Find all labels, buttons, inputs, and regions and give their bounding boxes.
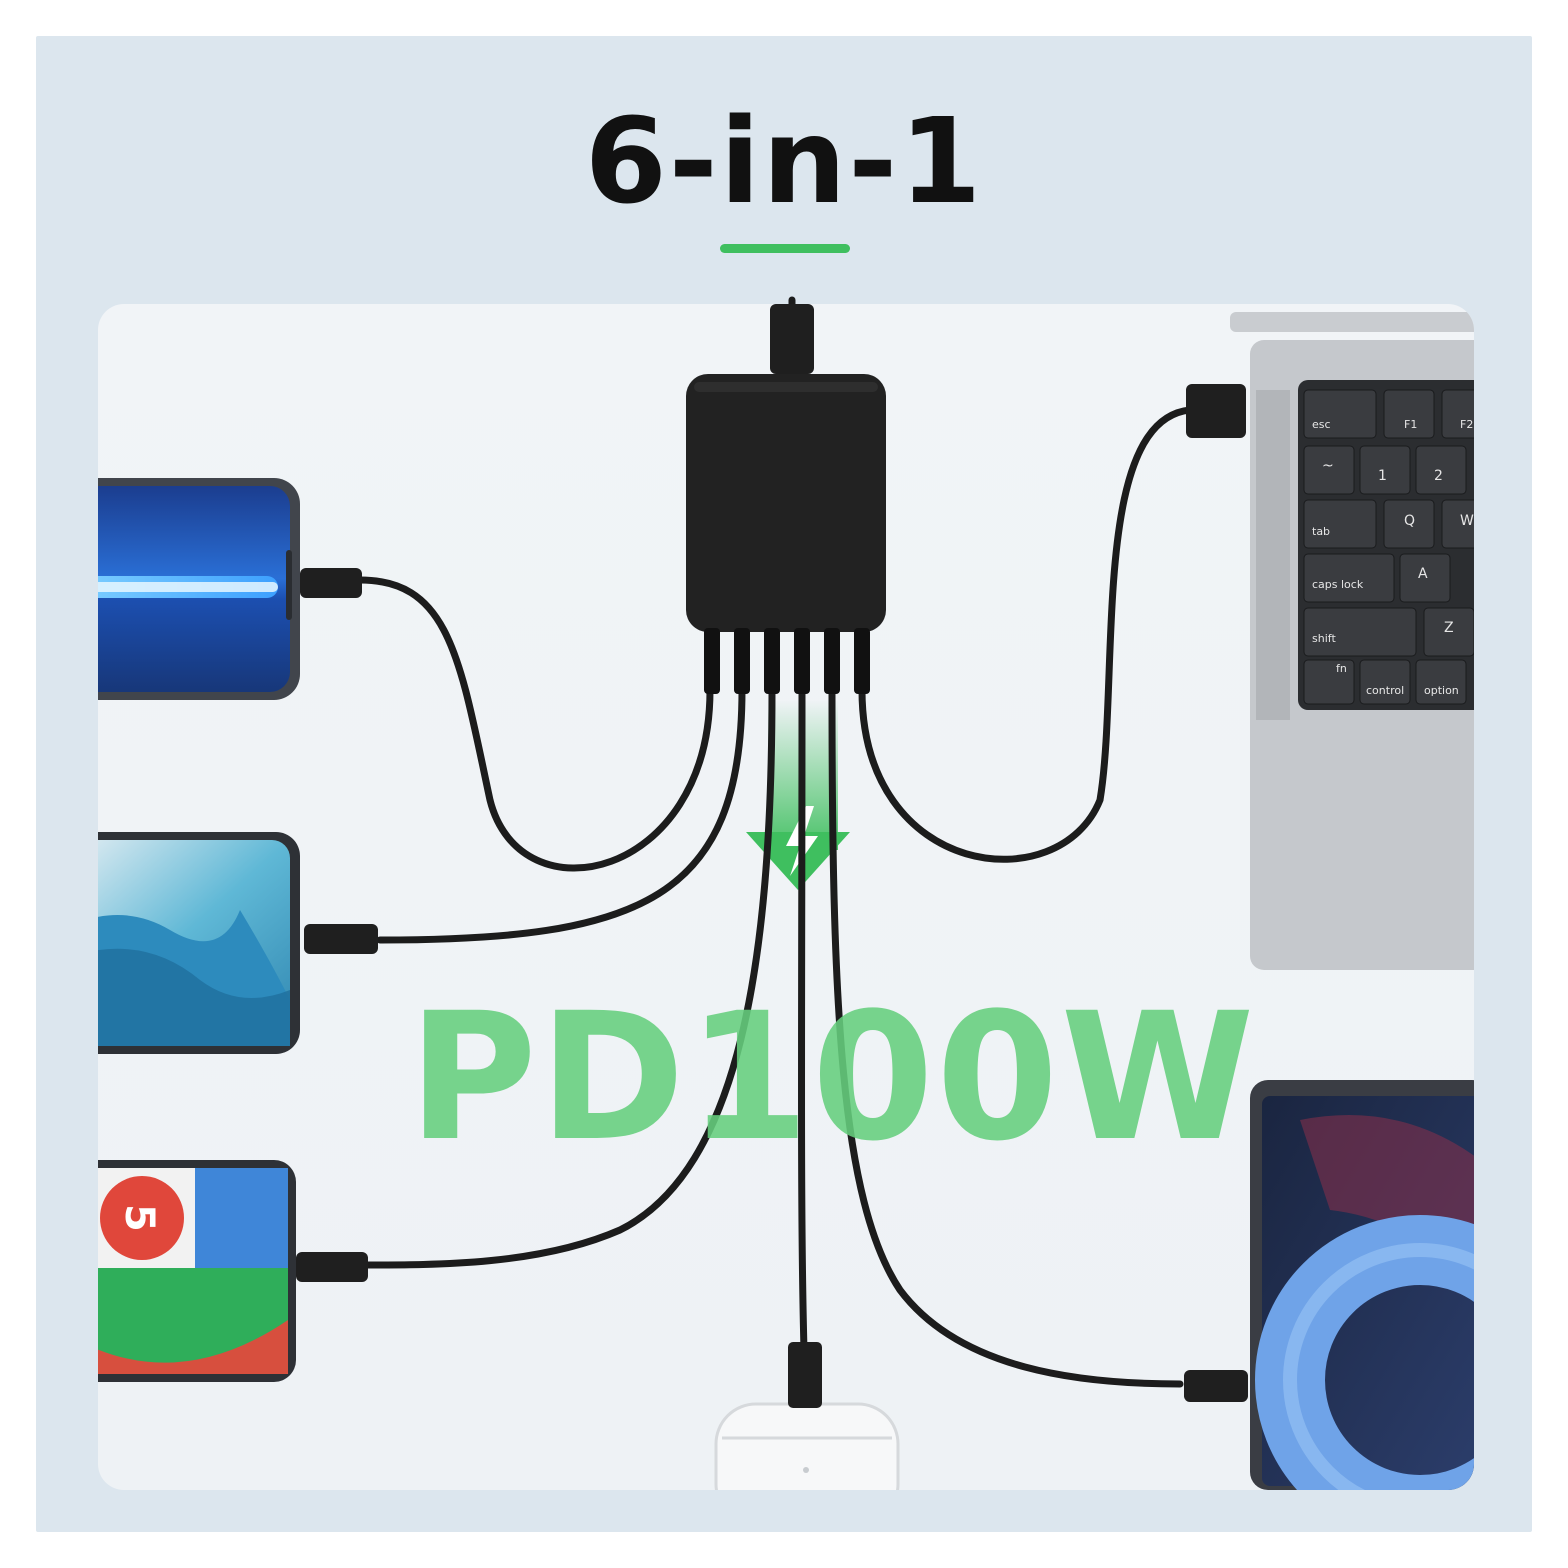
connectors	[296, 304, 1248, 1408]
key-control: control	[1366, 684, 1404, 697]
key-option: option	[1424, 684, 1459, 697]
tablet	[1250, 1080, 1474, 1490]
charger-hub	[686, 374, 886, 694]
key-f1: F1	[1404, 418, 1417, 431]
laptop: esc F1 F2 ~ 1 2 tab Q W caps lock A shif…	[1230, 312, 1474, 970]
key-z: Z	[1444, 620, 1454, 636]
key-shift: shift	[1312, 632, 1336, 645]
key-1: 1	[1378, 468, 1387, 484]
key-tab: tab	[1312, 525, 1330, 538]
phone-samsung	[98, 832, 300, 1054]
key-q: Q	[1404, 513, 1415, 529]
earbuds-case	[714, 1402, 900, 1490]
power-label: PD100W	[408, 975, 1257, 1180]
key-2: 2	[1434, 468, 1443, 484]
key-caps: caps lock	[1312, 578, 1364, 591]
key-a: A	[1418, 566, 1428, 582]
key-tilde: ~	[1322, 458, 1334, 474]
phone-badge: 5	[116, 1204, 162, 1232]
phone-iphone	[98, 478, 300, 700]
key-f2: F2	[1460, 418, 1473, 431]
key-w: W	[1460, 513, 1474, 529]
headline: 6-in-1	[584, 92, 984, 230]
key-fn: fn	[1336, 662, 1347, 675]
cables	[356, 296, 1194, 1388]
headline-underline	[720, 244, 850, 253]
key-esc: esc	[1312, 418, 1331, 431]
phone-pixel: 5	[98, 1160, 296, 1382]
